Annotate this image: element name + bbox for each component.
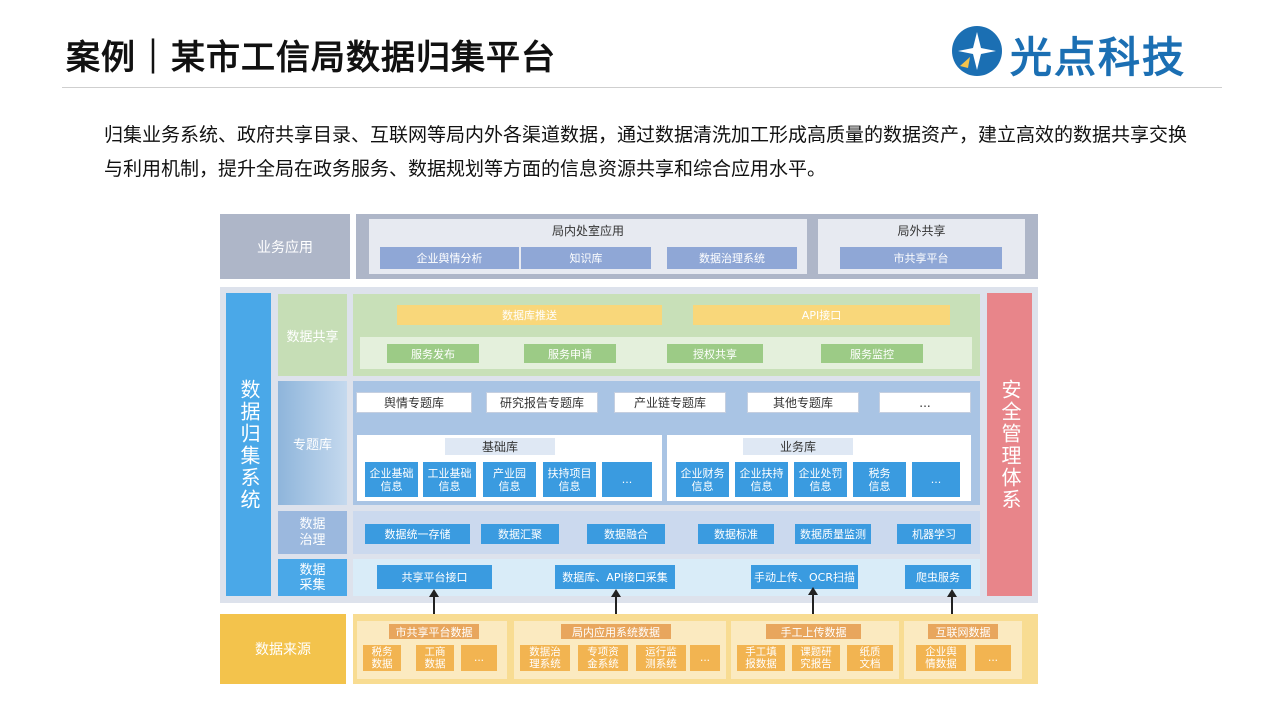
arrow-up-icon	[947, 589, 957, 623]
source-group-title: 互联网数据	[928, 624, 998, 639]
share-top-item: 数据库推送	[397, 305, 662, 325]
source-item: ...	[461, 645, 497, 671]
collect-panel: 共享平台接口 数据库、API接口采集 手动上传、OCR扫描 爬虫服务	[353, 559, 980, 596]
source-item: 手工填 报数据	[737, 645, 785, 671]
source-group-title: 手工上传数据	[766, 624, 861, 639]
base-lib-item: 产业园 信息	[483, 462, 536, 497]
topic-item: 其他专题库	[747, 392, 859, 413]
biz-internal-item: 知识库	[521, 247, 651, 269]
left-column-label: 数据归集系统	[237, 378, 261, 511]
biz-lib-item: 税务 信息	[853, 462, 906, 497]
source-group-title: 市共享平台数据	[389, 624, 479, 639]
topic-item: 研究报告专题库	[486, 392, 598, 413]
base-lib-item: 工业基础 信息	[423, 462, 476, 497]
source-item: 数据治 理系统	[520, 645, 570, 671]
page-title: 案例｜某市工信局数据归集平台	[66, 38, 556, 78]
gov-label: 数据 治理	[299, 516, 326, 548]
logo-text: 光点科技	[1010, 33, 1187, 82]
base-lib-title: 基础库	[445, 438, 555, 455]
share-bottom-item: 服务发布	[387, 344, 479, 363]
source-item: ...	[975, 645, 1011, 671]
topic-label: 专题库	[292, 437, 332, 453]
gov-item: 数据汇聚	[481, 524, 559, 544]
biz-label: 业务应用	[257, 239, 313, 256]
gov-item: 数据融合	[587, 524, 665, 544]
source-item: 纸质 文档	[847, 645, 893, 671]
right-column-label: 安全管理体系	[998, 378, 1022, 511]
biz-label-box: 业务应用	[220, 214, 350, 279]
biz-lib-title: 业务库	[743, 438, 853, 455]
base-lib-item: 企业基础 信息	[365, 462, 418, 497]
source-label: 数据来源	[255, 642, 311, 658]
topic-label-box: 专题库	[278, 381, 347, 505]
collect-item: 爬虫服务	[905, 565, 971, 589]
biz-lib-item: 企业财务 信息	[676, 462, 729, 497]
topic-item: 舆情专题库	[356, 392, 472, 413]
topic-item: ...	[879, 392, 971, 413]
external-app-panel: 局外共享 市共享平台	[818, 219, 1025, 274]
right-column: 安全管理体系	[987, 293, 1032, 596]
source-item: 工商 数据	[416, 645, 454, 671]
source-item: 税务 数据	[363, 645, 401, 671]
source-item: 课题研 究报告	[792, 645, 840, 671]
divider	[62, 87, 1222, 88]
base-lib-panel: 基础库 企业基础 信息 工业基础 信息 产业园 信息 扶持项目 信息 ...	[357, 435, 662, 501]
source-item: ...	[690, 645, 720, 671]
source-group: 手工上传数据 手工填 报数据 课题研 究报告 纸质 文档	[731, 621, 899, 679]
left-column: 数据归集系统	[226, 293, 271, 596]
gov-label-box: 数据 治理	[278, 511, 347, 554]
internal-app-panel: 局内处室应用 企业舆情分析 知识库 数据治理系统	[369, 219, 807, 274]
source-item: 运行监 测系统	[636, 645, 686, 671]
biz-lib-item: 企业处罚 信息	[794, 462, 847, 497]
biz-lib-item: ...	[912, 462, 960, 497]
arrow-up-icon	[611, 589, 621, 623]
gov-panel: 数据统一存储 数据汇聚 数据融合 数据标准 数据质量监测 机器学习	[353, 511, 980, 554]
share-bottom-item: 服务监控	[821, 344, 923, 363]
external-app-title: 局外共享	[897, 223, 946, 238]
base-lib-item: ...	[602, 462, 652, 497]
share-bottom-item: 服务申请	[524, 344, 616, 363]
source-group: 局内应用系统数据 数据治 理系统 专项资 金系统 运行监 测系统 ...	[514, 621, 726, 679]
internal-app-title: 局内处室应用	[551, 223, 624, 238]
source-label-box: 数据来源	[220, 614, 346, 684]
collect-label-box: 数据 采集	[278, 559, 347, 596]
share-label-box: 数据共享	[278, 294, 347, 376]
collect-item: 数据库、API接口采集	[555, 565, 675, 589]
biz-lib-panel: 业务库 企业财务 信息 企业扶持 信息 企业处罚 信息 税务 信息 ...	[667, 435, 971, 501]
collect-item: 手动上传、OCR扫描	[751, 565, 858, 589]
share-panel: 数据库推送 API接口 服务发布 服务申请 授权共享 服务监控	[353, 294, 980, 376]
source-group: 市共享平台数据 税务 数据 工商 数据 ...	[357, 621, 507, 679]
logo-icon	[952, 26, 1002, 76]
company-logo	[950, 22, 1220, 80]
source-group: 互联网数据 企业舆 情数据 ...	[904, 621, 1022, 679]
collect-label: 数据 采集	[299, 562, 326, 593]
gov-item: 数据质量监测	[795, 524, 871, 544]
topic-item: 产业链专题库	[614, 392, 726, 413]
arrow-up-icon	[429, 589, 439, 623]
share-bottom-item: 授权共享	[667, 344, 763, 363]
share-label: 数据共享	[286, 329, 339, 345]
source-item: 企业舆 情数据	[916, 645, 966, 671]
biz-internal-item: 数据治理系统	[667, 247, 797, 269]
source-group-title: 局内应用系统数据	[561, 624, 671, 639]
gov-item: 数据统一存储	[365, 524, 470, 544]
arrow-up-icon	[808, 587, 818, 623]
biz-internal-item: 企业舆情分析	[380, 247, 519, 269]
source-item: 专项资 金系统	[578, 645, 628, 671]
gov-item: 机器学习	[897, 524, 971, 544]
gov-item: 数据标准	[698, 524, 774, 544]
biz-lib-item: 企业扶持 信息	[735, 462, 788, 497]
source-panel: 市共享平台数据 税务 数据 工商 数据 ... 局内应用系统数据 数据治 理系统…	[353, 614, 1038, 684]
share-top-item: API接口	[693, 305, 950, 325]
intro-text: 归集业务系统、政府共享目录、互联网等局内外各渠道数据，通过数据清洗加工形成高质量…	[104, 124, 1188, 180]
base-lib-item: 扶持项目 信息	[543, 462, 596, 497]
biz-external-item: 市共享平台	[840, 247, 1002, 269]
topic-panel: 舆情专题库 研究报告专题库 产业链专题库 其他专题库 ... 基础库 企业基础 …	[353, 381, 980, 505]
collect-item: 共享平台接口	[377, 565, 492, 589]
